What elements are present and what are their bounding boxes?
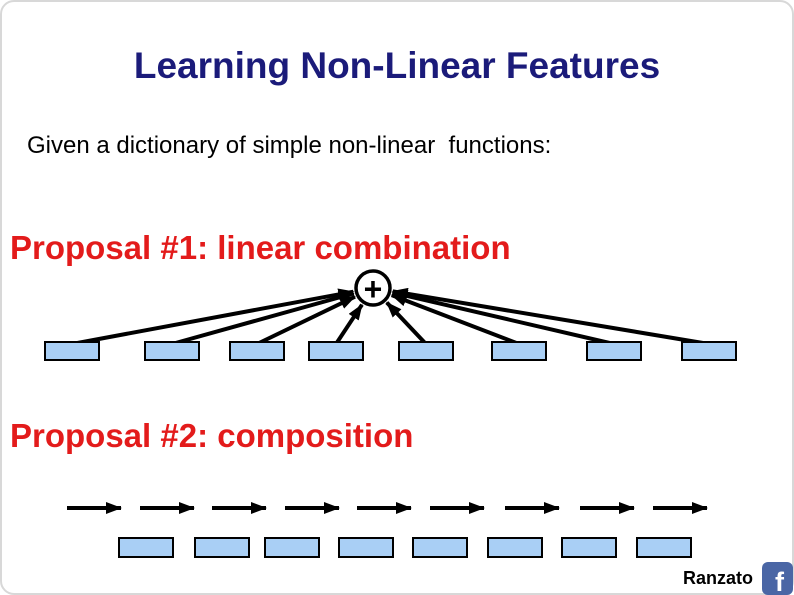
input-arrow bbox=[391, 290, 615, 346]
feature-box bbox=[338, 537, 394, 558]
input-arrow bbox=[171, 291, 355, 346]
intro-text: Given a dictionary of simple non-linear … bbox=[27, 132, 552, 159]
input-arrow bbox=[385, 301, 428, 346]
feature-box bbox=[491, 341, 547, 361]
input-arrow bbox=[390, 293, 520, 346]
feature-box bbox=[586, 341, 642, 361]
feature-box bbox=[561, 537, 617, 558]
feature-box bbox=[412, 537, 468, 558]
plus-symbol: + bbox=[364, 271, 383, 307]
feature-box bbox=[398, 341, 454, 361]
credit-block: Ranzato f bbox=[683, 561, 793, 595]
slide-title: Learning Non-Linear Features bbox=[133, 44, 661, 86]
input-arrow bbox=[334, 303, 364, 346]
feature-box bbox=[487, 537, 543, 558]
facebook-icon: f bbox=[762, 561, 793, 595]
author-credit: Ranzato bbox=[682, 567, 753, 588]
proposal-1-heading: Proposal #1: linear combination bbox=[10, 229, 511, 267]
feature-box bbox=[118, 537, 174, 558]
composition-diagram bbox=[67, 502, 708, 558]
input-arrow bbox=[391, 287, 710, 346]
feature-box bbox=[264, 537, 320, 558]
feature-box bbox=[144, 341, 200, 361]
feature-box bbox=[44, 341, 100, 361]
feature-box bbox=[229, 341, 285, 361]
feature-box bbox=[308, 341, 364, 361]
input-arrow bbox=[71, 288, 355, 346]
feature-box bbox=[636, 537, 692, 558]
linear-combination-diagram: + bbox=[44, 269, 737, 361]
input-arrow bbox=[256, 294, 356, 346]
feature-box bbox=[681, 341, 737, 361]
proposal-2-heading: Proposal #2: composition bbox=[10, 417, 414, 455]
sum-node-circle bbox=[354, 269, 392, 307]
feature-box bbox=[194, 537, 250, 558]
